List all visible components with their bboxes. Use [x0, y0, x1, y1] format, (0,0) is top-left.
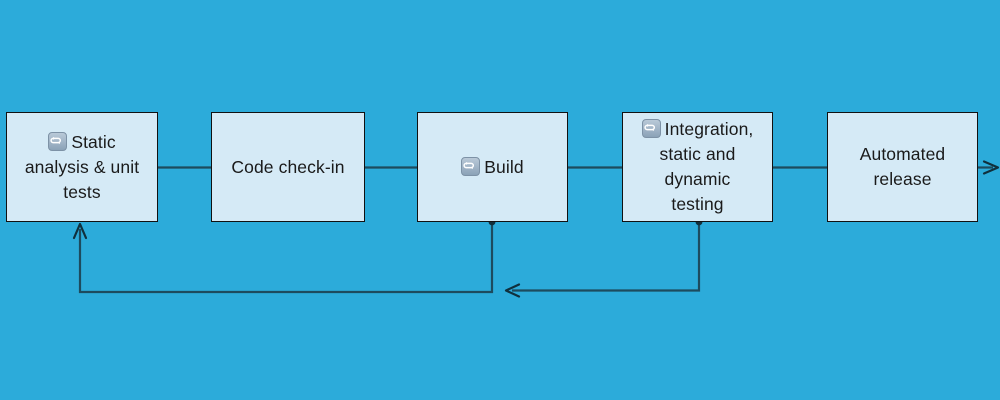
node-text-code-check-in: Code check-in	[231, 156, 345, 177]
arrowhead-into-build-feedback	[504, 283, 521, 298]
connector-build-feedback-to-static	[78, 222, 494, 294]
node-text-integration-static-dynamic-testing: Integration, static and dynamic testing	[659, 119, 754, 214]
connector-integration-feedback-to-build	[512, 222, 701, 292]
node-static-analysis-unit-tests[interactable]: Static analysis & unit tests	[6, 112, 158, 222]
arrowhead-into-static	[72, 222, 88, 240]
node-build[interactable]: Build	[417, 112, 568, 222]
node-automated-release[interactable]: Automated release	[827, 112, 978, 222]
loop-sync-icon	[641, 119, 661, 138]
node-text-build: Build	[484, 156, 524, 177]
node-code-check-in[interactable]: Code check-in	[211, 112, 365, 222]
arrowhead-release-output	[982, 160, 1000, 175]
loop-sync-icon	[48, 131, 68, 151]
node-text-static-analysis-unit-tests: Static analysis & unit tests	[24, 131, 140, 202]
node-label-wrapper: Static analysis & unit tests	[19, 130, 145, 205]
node-integration-static-dynamic-testing[interactable]: Integration, static and dynamic testing	[622, 112, 773, 222]
node-label-wrapper: Code check-in	[225, 155, 350, 180]
node-text-automated-release: Automated release	[859, 144, 946, 189]
loop-sync-icon	[461, 156, 481, 176]
node-label-wrapper: Integration, static and dynamic testing	[636, 117, 760, 217]
node-label-wrapper: Build	[455, 155, 529, 180]
node-label-wrapper: Automated release	[854, 142, 952, 192]
